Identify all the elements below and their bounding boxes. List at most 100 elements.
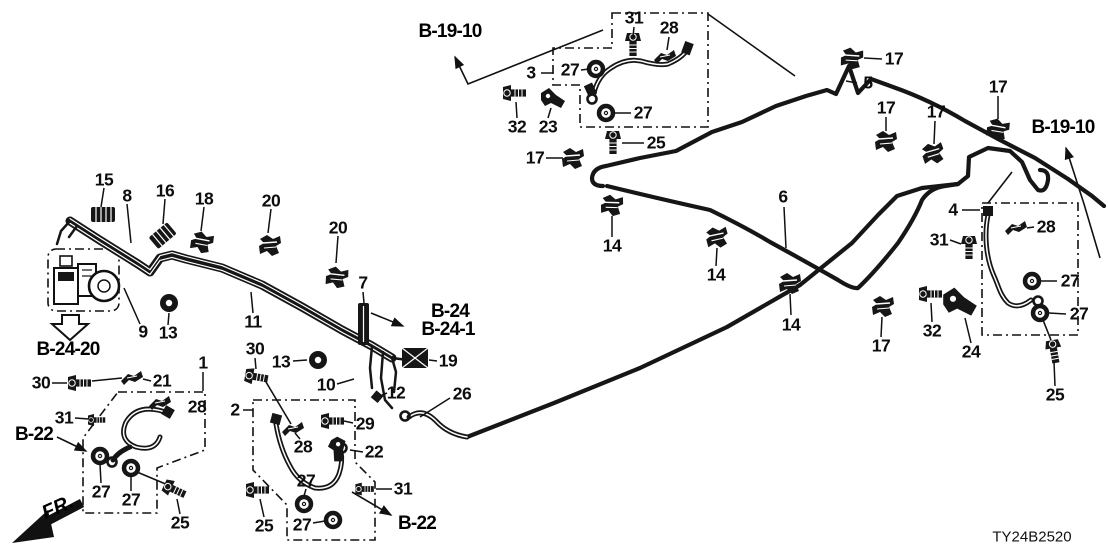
hose-26 — [399, 410, 470, 440]
callout-18-17: 18 — [194, 188, 214, 209]
callout-32-30: 32 — [922, 320, 942, 341]
pipe-mid — [604, 181, 961, 291]
ref-b-24-2: B-24 — [431, 301, 470, 322]
callout-27-56: 27 — [91, 481, 111, 502]
callout-13-49: 13 — [158, 322, 178, 343]
hose-3 — [583, 40, 694, 105]
part-glyphs — [67, 32, 1065, 527]
fr-direction-arrow — [12, 499, 85, 543]
callout-20-18: 20 — [261, 190, 281, 211]
callout-14-21: 14 — [602, 235, 622, 256]
ref-b-19-10-0: B-19-10 — [418, 21, 482, 42]
callout-3-2: 3 — [526, 62, 536, 83]
b-19-10-arrow-right — [1064, 146, 1101, 259]
callout-12-38: 12 — [386, 382, 406, 403]
callout-15-14: 15 — [94, 169, 114, 190]
callout-20-19: 20 — [328, 217, 348, 238]
callout-17-12: 17 — [926, 101, 946, 122]
b-19-10-arrow-top — [454, 29, 604, 86]
callout-16-16: 16 — [155, 180, 175, 201]
b-24-arrow — [370, 312, 405, 327]
hose-2 — [269, 412, 348, 491]
callout-13-35: 13 — [271, 351, 291, 372]
hose-1 — [106, 405, 175, 468]
callout-32-7: 32 — [507, 116, 527, 137]
callout-23-8: 23 — [538, 116, 558, 137]
brake-pipes — [55, 63, 1107, 440]
assembly-box-hose-1 — [82, 391, 206, 514]
callout-28-42: 28 — [293, 436, 313, 457]
callout-26-39: 26 — [452, 383, 472, 404]
callout-17-11: 17 — [876, 97, 896, 118]
callout-27-3: 27 — [560, 59, 580, 80]
callout-30-36: 30 — [245, 338, 265, 359]
callout-17-4: 17 — [884, 48, 904, 69]
callout-14-23: 14 — [781, 314, 801, 335]
callout-27-28: 27 — [1060, 270, 1080, 291]
callout-17-24: 17 — [871, 335, 891, 356]
ref-b-19-10-1: B-19-10 — [1031, 117, 1095, 138]
hose4-connection-line — [987, 171, 1013, 204]
leader-lines — [52, 26, 1067, 524]
callout-11-50: 11 — [244, 311, 262, 332]
callout-27-29: 27 — [1069, 303, 1089, 324]
assembly-boxes — [47, 12, 1079, 541]
callout-5-5: 5 — [863, 72, 873, 93]
callout-24-31: 24 — [961, 341, 981, 362]
assembly-box-hose-4 — [981, 202, 1079, 336]
callout-8-15: 8 — [122, 185, 132, 206]
assembly-box-hose-3 — [552, 12, 709, 128]
callout-17-13: 17 — [988, 76, 1008, 97]
callout-25-58: 25 — [170, 512, 190, 533]
callout-25-32: 25 — [1045, 384, 1065, 405]
callout-21-52: 21 — [152, 370, 172, 391]
b-24-20-hollow-arrow — [49, 314, 91, 342]
callout-22-41: 22 — [364, 441, 384, 462]
pipe-bundle — [65, 216, 397, 363]
hose3-connection-line — [707, 13, 796, 77]
callout-17-10: 17 — [525, 147, 545, 168]
part-12-joint — [370, 390, 384, 404]
callout-31-45: 31 — [393, 478, 413, 499]
brake-hoses — [106, 40, 1044, 491]
callout-25-9: 25 — [646, 132, 666, 153]
assembly-box-hose-2 — [252, 399, 376, 541]
callout-6-20: 6 — [778, 186, 788, 207]
callout-27-46: 27 — [292, 514, 312, 535]
hose-4 — [983, 206, 1044, 309]
callout-28-54: 28 — [187, 396, 207, 417]
callout-27-6: 27 — [633, 102, 653, 123]
bolt30-hose2-line — [265, 381, 292, 425]
callout-7-33: 7 — [358, 272, 368, 293]
ref-b-22-5: B-22 — [15, 424, 54, 445]
bolt30-clip21-line — [91, 377, 123, 382]
callout-2-43: 2 — [230, 399, 240, 420]
callout-31-27: 31 — [929, 229, 949, 250]
diagram-code: TY24B2520 — [992, 528, 1072, 546]
b-22-arrow-left — [56, 436, 88, 452]
callout-30-51: 30 — [31, 372, 51, 393]
abs-modulator — [53, 255, 121, 305]
callout-27-44: 27 — [296, 470, 316, 491]
callout-19-34: 19 — [438, 350, 458, 371]
callout-28-1: 28 — [659, 17, 679, 38]
pipe-long-diagonal — [464, 145, 1051, 440]
washer27-bolt25-line — [1042, 319, 1052, 341]
callout-27-57: 27 — [121, 489, 141, 510]
callout-9-48: 9 — [138, 321, 148, 342]
ref-b-24-1-3: B-24-1 — [421, 319, 475, 340]
callout-10-37: 10 — [316, 374, 336, 395]
fr-direction-label: FR. — [38, 490, 77, 525]
callout-25-47: 25 — [254, 515, 274, 536]
callout-28-26: 28 — [1036, 216, 1056, 237]
callout-31-55: 31 — [54, 407, 74, 428]
b-22-arrow-bottom — [351, 491, 393, 516]
callout-14-22: 14 — [706, 264, 726, 285]
callout-29-40: 29 — [355, 413, 375, 434]
pipe-upper — [589, 63, 1107, 209]
callout-1-53: 1 — [198, 352, 208, 373]
ref-b-22-6: B-22 — [398, 513, 437, 534]
